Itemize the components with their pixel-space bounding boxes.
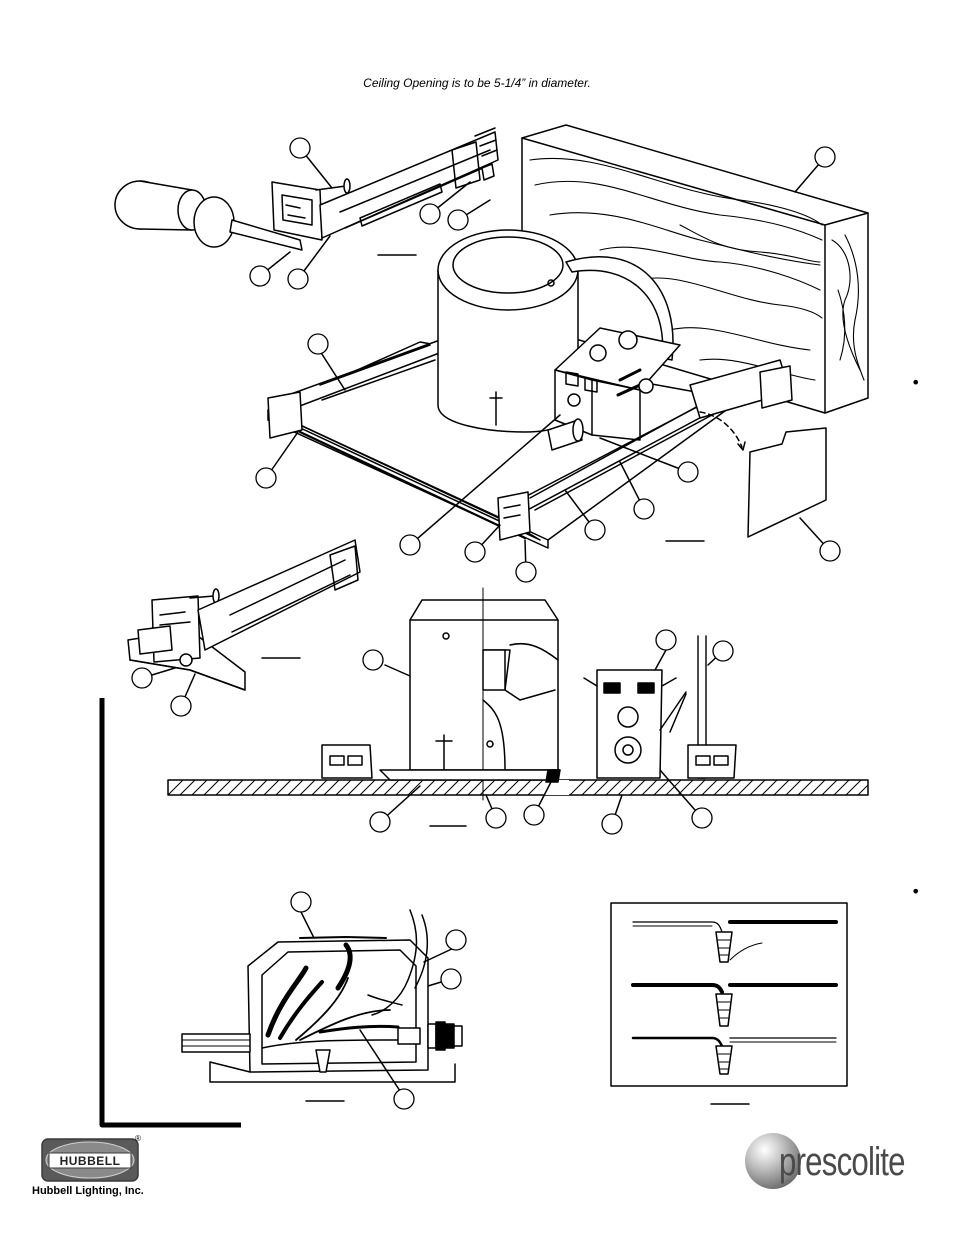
hubbell-registered-mark: ®	[135, 1134, 141, 1143]
junction-box-wiring	[181, 909, 463, 1102]
bullet-marker-2: •	[911, 882, 921, 901]
bullet-marker-1: •	[911, 373, 921, 392]
housing-cross-section-on-ceiling	[99, 587, 869, 1128]
bar-hanger-installation-detail	[114, 127, 499, 256]
hubbell-logo-graphic	[41, 1138, 139, 1182]
bar-hanger-tbar-detail	[127, 539, 361, 707]
housing-on-joist-assembly	[259, 124, 869, 573]
prescolite-wordmark: prescolite	[779, 1140, 906, 1184]
ceiling-opening-caption: Ceiling Opening is to be 5-1/4” in diame…	[363, 76, 591, 90]
callout-markers	[131, 137, 841, 1110]
hubbell-wordmark: HUBBELL	[59, 1154, 121, 1168]
hubbell-company-name: Hubbell Lighting, Inc.	[32, 1185, 144, 1197]
prescolite-logo-sphere	[745, 1133, 801, 1189]
wire-nut-connection-diagram	[610, 902, 848, 1105]
